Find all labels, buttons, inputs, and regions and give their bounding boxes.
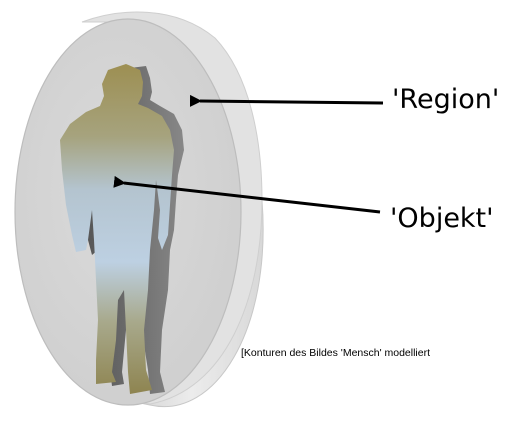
region-label: 'Region' [392,84,499,115]
caption-text: [Konturen des Bildes 'Mensch' modelliert [241,347,430,359]
objekt-label: 'Objekt' [390,203,494,234]
arrow-to-region [200,101,383,103]
